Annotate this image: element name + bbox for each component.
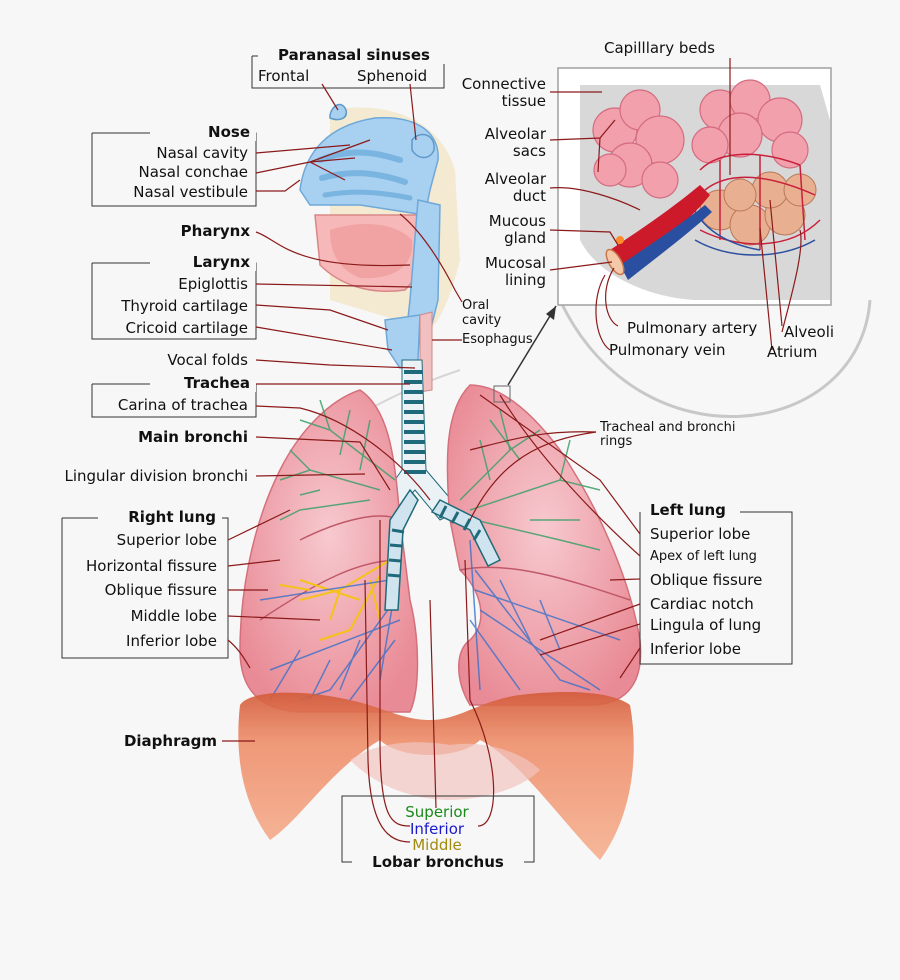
label-nose: Nose <box>150 123 256 141</box>
label-main-bronchi: Main bronchi <box>138 428 248 446</box>
frontal-sinus-shape <box>329 103 348 121</box>
label-sphenoid: Sphenoid <box>357 67 428 85</box>
label-alveolar-sacs-1: Alveolar <box>484 125 546 143</box>
label-diaphragm: Diaphragm <box>123 732 217 750</box>
label-apex-of-left-lung: Apex of left lung <box>650 549 757 564</box>
label-connective-tissue-1: Connective <box>461 75 546 93</box>
capillary-network <box>699 153 821 250</box>
label-left-lung: Left lung <box>644 501 732 519</box>
background-swirl <box>558 299 872 418</box>
label-left-inferior-lobe: Inferior lobe <box>650 640 741 658</box>
label-left-superior-lobe: Superior lobe <box>650 525 751 543</box>
label-vocal-folds: Vocal folds <box>167 351 248 369</box>
label-nasal-vestibule: Nasal vestibule <box>133 183 248 201</box>
label-pulmonary-artery: Pulmonary artery <box>627 319 758 337</box>
label-nasal-conchae: Nasal conchae <box>138 163 248 181</box>
diaphragm-shape <box>238 692 634 860</box>
label-right-superior-lobe: Superior lobe <box>116 531 217 549</box>
label-pharynx: Pharynx <box>180 222 250 240</box>
main-bronchi-shape <box>384 488 502 611</box>
label-cardiac-notch: Cardiac notch <box>650 595 754 613</box>
label-mucosal-lining-1: Mucosal <box>484 254 546 272</box>
label-alveolar-sacs-2: sacs <box>512 142 546 160</box>
alveoli-inset <box>557 67 832 306</box>
label-alveolar-duct-2: duct <box>512 187 546 205</box>
label-connective-tissue-2: tissue <box>501 92 546 110</box>
right-middle-bronchial-tree <box>279 559 391 641</box>
label-lingula-of-lung: Lingula of lung <box>650 616 762 634</box>
nasal-cavity-shape <box>299 117 439 216</box>
label-paranasal-sinuses: Paranasal sinuses <box>258 46 450 64</box>
label-oral-cavity-1: Oral <box>462 298 490 313</box>
label-right-oblique-fissure: Oblique fissure <box>104 581 217 599</box>
label-mucosal-lining-2: lining <box>504 271 546 289</box>
label-pulmonary-vein: Pulmonary vein <box>609 341 726 359</box>
label-larynx: Larynx <box>150 253 256 271</box>
label-mucous-gland-2: gland <box>504 229 546 247</box>
label-middle-lobe: Middle lobe <box>130 607 217 625</box>
label-lobar-superior: Superior <box>405 803 469 821</box>
label-right-inferior-lobe: Inferior lobe <box>126 632 217 650</box>
head-section <box>299 103 460 393</box>
label-epiglottis: Epiglottis <box>178 275 248 293</box>
label-left-oblique-fissure: Oblique fissure <box>650 571 763 589</box>
alveolar-duct-shape <box>610 185 710 275</box>
label-alveolar-duct-1: Alveolar <box>484 170 546 188</box>
label-trachea: Trachea <box>150 374 256 392</box>
label-esophagus: Esophagus <box>462 332 533 347</box>
label-atrium: Atrium <box>767 343 818 361</box>
label-rings-1: Tracheal and bronchi <box>600 420 736 435</box>
label-oral-cavity-2: cavity <box>462 313 502 328</box>
left-superior-bronchial-tree <box>459 409 601 551</box>
label-lingular-division-bronchi: Lingular division bronchi <box>64 467 249 485</box>
leader-lines <box>222 58 802 843</box>
label-lobar-inferior: Inferior <box>409 820 465 838</box>
label-lobar-middle: Middle <box>412 836 462 854</box>
label-frontal: Frontal <box>258 67 310 85</box>
label-mucous-gland-1: Mucous <box>488 212 546 230</box>
label-cricoid-cartilage: Cricoid cartilage <box>125 319 248 337</box>
sphenoid-sinus-shape <box>411 133 435 159</box>
label-lobar-bronchus: Lobar bronchus <box>352 853 524 871</box>
label-rings-2: rings <box>600 434 633 449</box>
label-carina-of-trachea: Carina of trachea <box>117 396 248 414</box>
left-inferior-bronchial-tree <box>469 539 621 691</box>
right-lung-shape <box>239 389 419 713</box>
label-capillary-beds: Capilllary beds <box>604 39 715 57</box>
right-superior-bronchial-tree <box>279 399 396 521</box>
label-nasal-cavity: Nasal cavity <box>156 144 248 162</box>
label-horizontal-fissure: Horizontal fissure <box>85 557 217 575</box>
label-alveoli: Alveoli <box>784 323 835 341</box>
label-thyroid-cartilage: Thyroid cartilage <box>121 297 248 315</box>
label-right-lung: Right lung <box>100 508 222 526</box>
